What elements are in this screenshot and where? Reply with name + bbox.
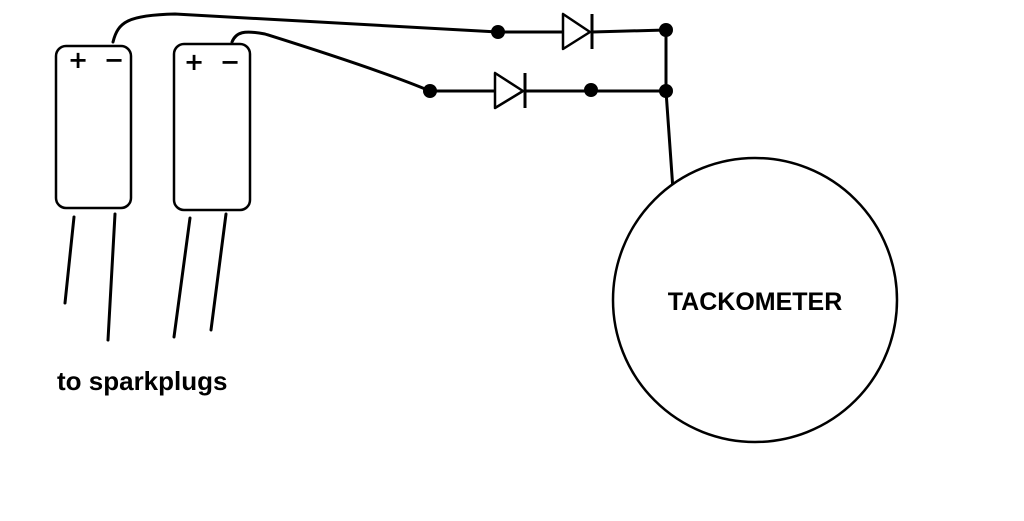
lower-diode-branch xyxy=(423,71,673,110)
wire-coil-2-to-diode-2 xyxy=(230,30,432,93)
wire-coil-1-to-diode-1 xyxy=(111,12,500,44)
tachometer-label: TACKOMETER xyxy=(668,288,843,316)
lower-mid-node xyxy=(584,83,598,97)
coil-2-body xyxy=(172,42,252,212)
coil-2-spark-lead-2 xyxy=(209,212,228,332)
coil-1-spark-lead-2 xyxy=(106,212,117,342)
wire-bus-to-meter xyxy=(664,89,675,192)
coil-2-minus-terminal-label: − xyxy=(220,48,240,76)
lower-input-node xyxy=(423,84,437,98)
upper-diode xyxy=(561,12,592,51)
coil-1-plus-terminal-label: + xyxy=(68,46,88,74)
sparkplugs-caption: to sparkplugs xyxy=(57,366,227,396)
lower-diode xyxy=(493,71,525,110)
coil-1-spark-lead-1 xyxy=(63,215,76,305)
coil-2-plus-terminal-label: + xyxy=(184,48,204,76)
coil-2-spark-lead-1 xyxy=(172,216,192,339)
upper-diode-branch xyxy=(491,12,673,51)
ignition-coil-2: + − xyxy=(172,42,252,339)
ignition-coil-1: + − xyxy=(54,44,133,342)
upper-input-node xyxy=(491,25,505,39)
coil-1-body xyxy=(54,44,133,210)
coil-1-minus-terminal-label: − xyxy=(104,46,124,74)
tachometer-circle xyxy=(611,156,899,444)
tachometer: TACKOMETER xyxy=(611,156,899,444)
upper-branch-wire-out xyxy=(590,28,668,34)
